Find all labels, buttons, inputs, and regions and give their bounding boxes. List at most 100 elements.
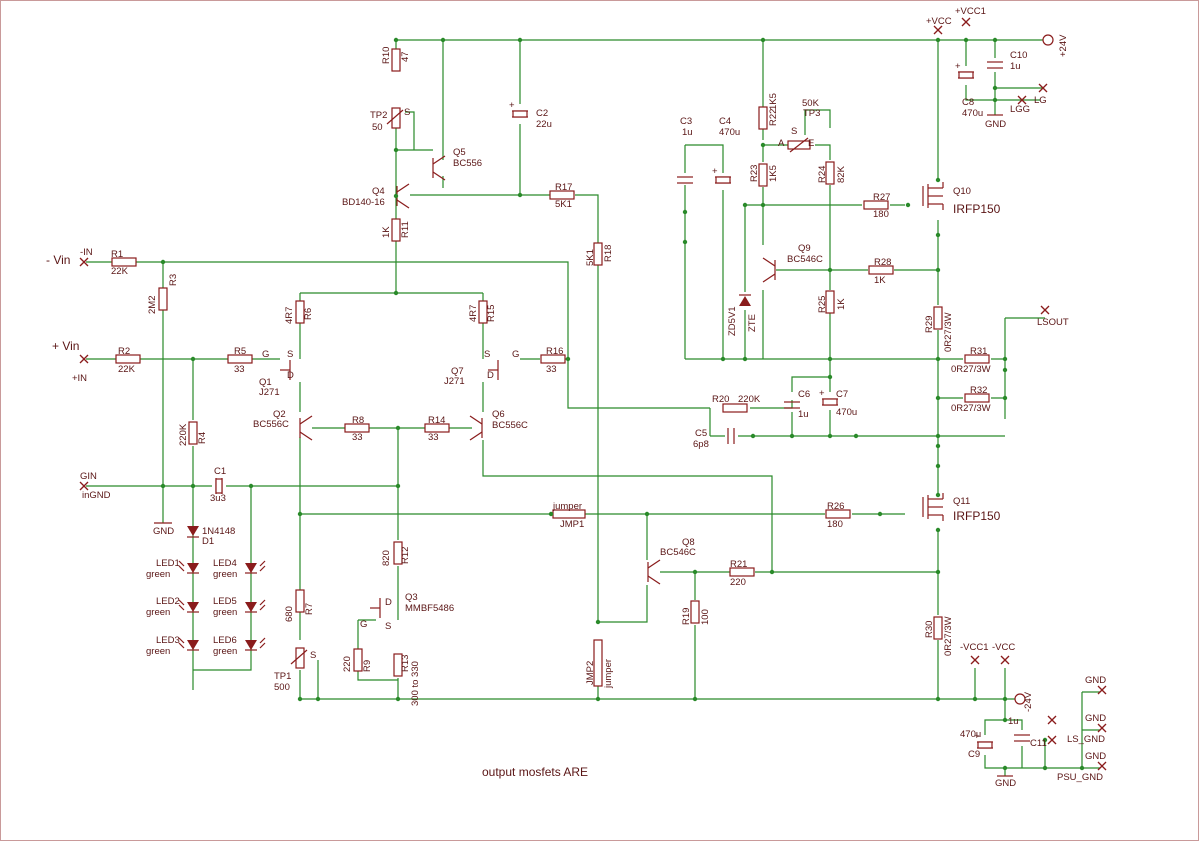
psu-gnd-label: PSU_GND <box>1057 772 1103 783</box>
resistor-r29 <box>933 306 943 330</box>
junction <box>935 527 941 533</box>
resistor-r4 <box>188 421 198 445</box>
resistor-r15 <box>478 300 488 324</box>
resistor-r22 <box>758 106 768 130</box>
junction <box>935 433 941 439</box>
in-gnd-label: inGND <box>82 490 111 501</box>
r17-name: R17 <box>555 182 572 193</box>
r31-value: 0R27/3W <box>951 364 991 375</box>
junction <box>935 696 941 702</box>
junction <box>935 492 941 498</box>
svg-text:+: + <box>712 166 718 177</box>
svg-text:+: + <box>819 388 825 399</box>
junction <box>692 569 698 575</box>
zd-name: ZD5V1 <box>727 306 738 336</box>
minus-vcc-label: -VCC <box>992 642 1015 653</box>
transistor-q9 <box>762 257 776 283</box>
junction <box>935 37 941 43</box>
junction <box>827 356 833 362</box>
led3-name: LED3 <box>156 635 180 646</box>
led4-name: LED4 <box>213 558 237 569</box>
terminal-mv2 <box>1047 735 1057 745</box>
junction <box>935 443 941 449</box>
junction <box>935 267 941 273</box>
junction <box>393 290 399 296</box>
jfet-q3 <box>370 598 381 618</box>
junction <box>877 511 883 517</box>
junction <box>1002 765 1008 771</box>
svg-text:+: + <box>974 731 980 742</box>
r15-name: R15 <box>486 305 497 322</box>
r28-name: R28 <box>874 257 891 268</box>
r20-name: R20 <box>712 394 729 405</box>
junction <box>1042 765 1048 771</box>
r13-name: R13 <box>400 655 411 672</box>
c10-value: 1u <box>1010 61 1021 72</box>
r29-name: R29 <box>924 316 935 333</box>
tp3-pin-e: E <box>808 138 814 149</box>
junction <box>742 356 748 362</box>
junction <box>992 85 998 91</box>
junction <box>720 356 726 362</box>
led1-color: green <box>146 569 170 580</box>
r21-name: R21 <box>730 559 747 570</box>
svg-text:+: + <box>955 61 961 72</box>
q2-value: BC556C <box>253 419 289 430</box>
junction <box>393 147 399 153</box>
c11-name: C11 <box>1030 738 1047 749</box>
tp2-pin-s: S <box>404 107 410 118</box>
junction <box>963 37 969 43</box>
terminal-mv <box>1047 715 1057 725</box>
r1-name: R1 <box>111 249 123 260</box>
resistor-r28 <box>868 265 894 275</box>
q2-name: Q2 <box>273 409 286 420</box>
q1-name: Q1 <box>259 377 272 388</box>
gnd-bottom-label: GND <box>995 778 1016 789</box>
zener-zd <box>739 294 751 306</box>
c1-value: 3u3 <box>210 493 226 504</box>
junction <box>1002 356 1008 362</box>
q9-name: Q9 <box>798 243 811 254</box>
supply-24v-symbol <box>1042 34 1054 46</box>
c2-value: 22u <box>536 119 552 130</box>
led1-name: LED1 <box>156 558 180 569</box>
q4-name: Q4 <box>372 186 385 197</box>
q5-name: Q5 <box>453 147 466 158</box>
trimmer-tp3 <box>787 137 811 153</box>
resistor-r27 <box>863 200 889 210</box>
r21-value: 220 <box>730 577 746 588</box>
r17-value: 5K1 <box>555 199 572 210</box>
terminal-gnd-r1 <box>1097 685 1107 695</box>
jfet-q7 <box>488 360 499 380</box>
led5-name: LED5 <box>213 596 237 607</box>
terminal-minus-vcc1 <box>970 655 980 665</box>
jumper-jmp2 <box>593 639 603 687</box>
capacitor-c9: + <box>974 731 993 749</box>
r11-name: R11 <box>400 221 411 238</box>
c11-value: 1u <box>1008 716 1019 727</box>
jfet-q1 <box>280 360 291 380</box>
gnd-r3-label: GND <box>1085 751 1106 762</box>
junction <box>315 696 321 702</box>
r25-name: R25 <box>817 296 828 313</box>
tp1-pin-s: S <box>310 650 316 661</box>
r10-name: R10 <box>381 47 392 64</box>
resistor-r2 <box>115 354 141 364</box>
led4-color: green <box>213 569 237 580</box>
terminal-vcc1 <box>961 17 971 27</box>
capacitor-c3 <box>677 176 693 184</box>
junction <box>595 619 601 625</box>
capacitor-c1 <box>215 478 223 494</box>
resistor-r5 <box>227 354 253 364</box>
c8-value: 470u <box>962 108 983 119</box>
r31-name: R31 <box>970 346 987 357</box>
schematic-note: output mosfets ARE <box>482 765 588 779</box>
junction <box>789 433 795 439</box>
terminal-gnd-r2 <box>1097 723 1107 733</box>
jmp1-label: jumper <box>552 501 582 512</box>
junction <box>595 696 601 702</box>
led6-color: green <box>213 646 237 657</box>
r28-value: 1K <box>874 275 886 286</box>
